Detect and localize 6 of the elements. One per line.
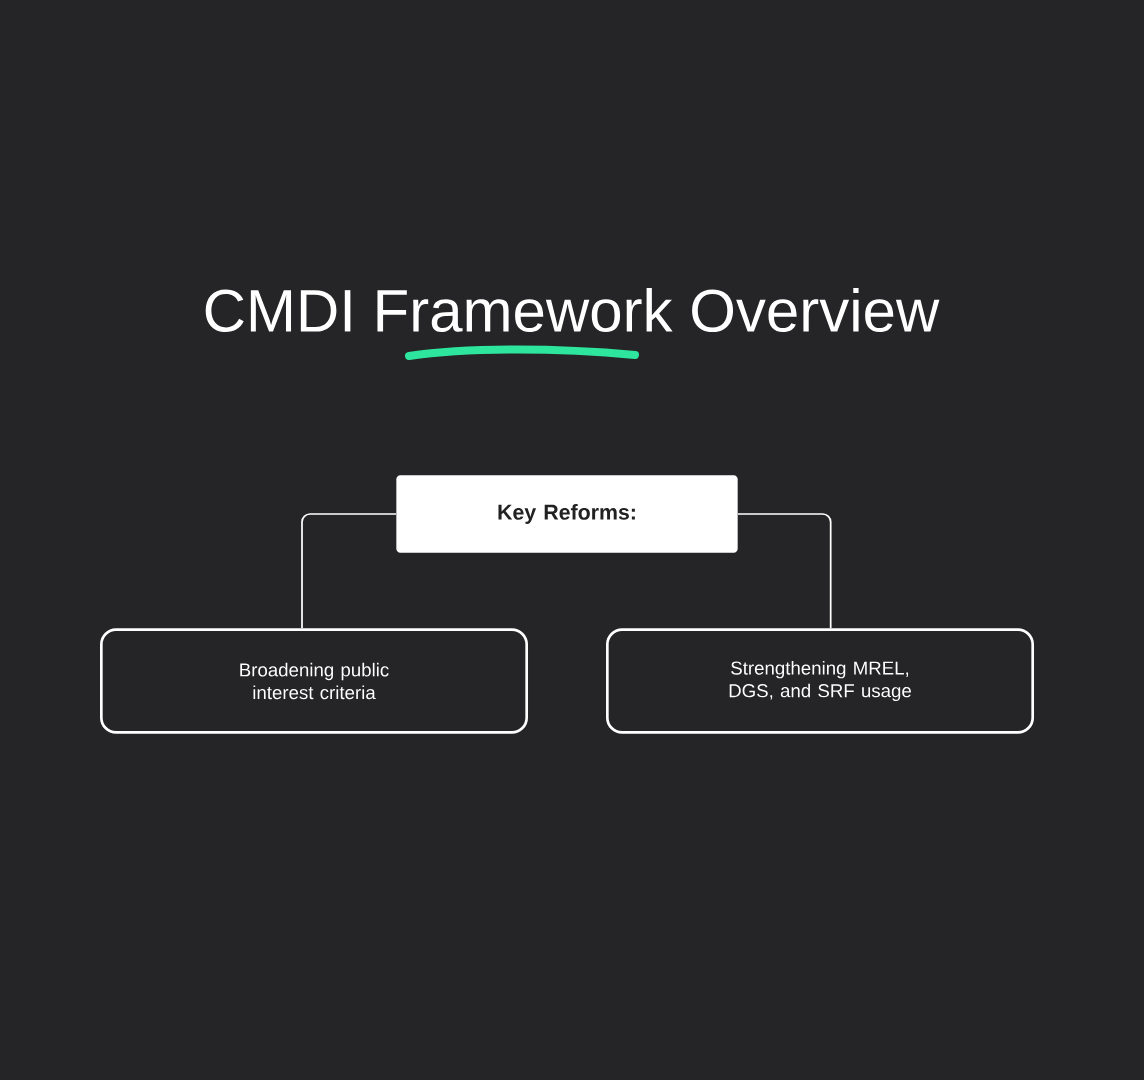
- text-box: Broadening public interest criteria: [100, 628, 528, 734]
- connector-line: [301, 513, 397, 630]
- title: CMDI Framework Overview: [205, 287, 940, 333]
- connector-line: [737, 513, 832, 630]
- heading-box: Key Reforms:: [396, 475, 738, 553]
- text-box: Strengthening MREL, DGS, and SRF usage: [606, 628, 1035, 734]
